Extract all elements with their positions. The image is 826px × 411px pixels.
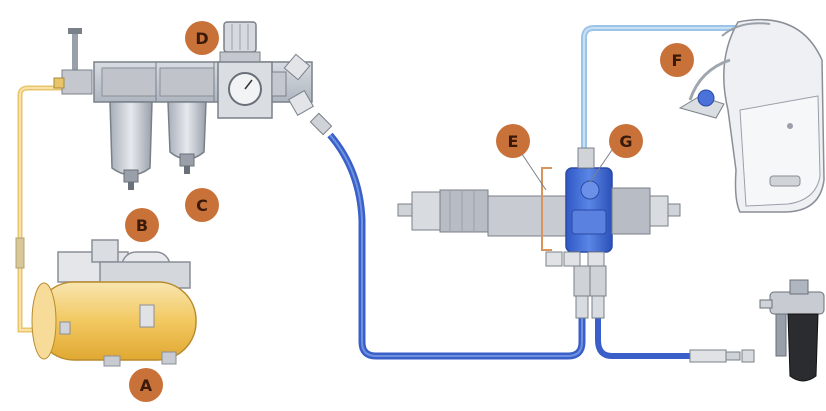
badge-d: D bbox=[185, 21, 219, 55]
filter-bowl-b bbox=[110, 102, 152, 190]
badge-c-label: C bbox=[196, 196, 208, 215]
badge-f: F bbox=[660, 43, 694, 77]
badge-b: B bbox=[125, 208, 159, 242]
badge-d-label: D bbox=[195, 29, 208, 48]
spray-gun bbox=[690, 280, 824, 381]
blue-gun-hose bbox=[598, 318, 690, 356]
badge-g: G bbox=[609, 124, 643, 158]
badge-g-label: G bbox=[619, 132, 632, 151]
helmet-valve-icon bbox=[698, 90, 714, 106]
filter-bowl-c bbox=[168, 102, 206, 174]
badge-f-label: F bbox=[672, 51, 683, 70]
badge-b-label: B bbox=[136, 216, 148, 235]
light-blue-helmet-hose bbox=[584, 28, 740, 148]
hose-fitting bbox=[16, 238, 24, 268]
air-fed-helmet bbox=[680, 20, 824, 212]
badge-c: C bbox=[185, 188, 219, 222]
badge-a: A bbox=[129, 368, 163, 402]
air-compressor bbox=[32, 240, 196, 366]
badge-a-label: A bbox=[140, 376, 153, 395]
badge-e-label: E bbox=[508, 132, 519, 151]
badge-e: E bbox=[496, 124, 530, 158]
filter-panel bbox=[398, 148, 680, 318]
